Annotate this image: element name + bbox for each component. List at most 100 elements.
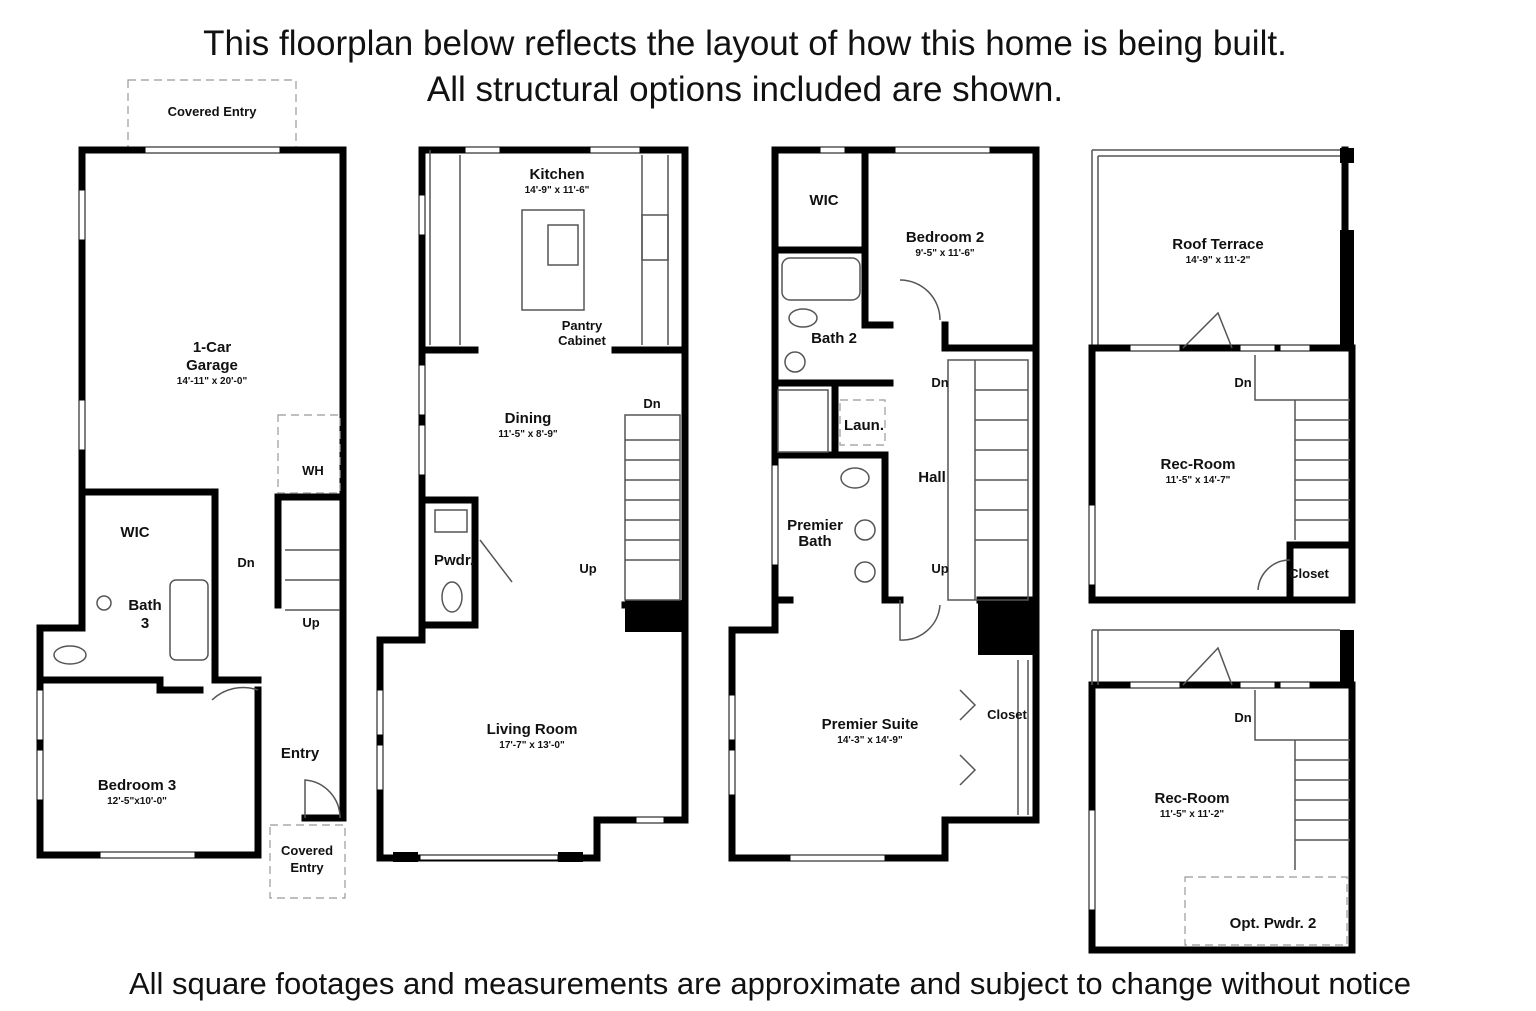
window xyxy=(1239,344,1276,352)
sink xyxy=(547,224,579,266)
column xyxy=(625,600,685,632)
sink xyxy=(854,561,876,583)
kitchen-label: Kitchen xyxy=(529,166,584,183)
pantry-label: Pantry xyxy=(562,318,603,333)
window xyxy=(1239,681,1276,689)
window xyxy=(78,399,86,451)
sink xyxy=(96,595,112,611)
column xyxy=(978,600,1036,655)
window xyxy=(635,816,665,824)
column xyxy=(1340,148,1354,163)
dining-dims: 11'-5" x 8'-9" xyxy=(498,429,558,440)
garage-label: 1-Car xyxy=(193,339,232,356)
window xyxy=(1088,504,1096,586)
window xyxy=(789,854,886,862)
garage-label-2: Garage xyxy=(186,357,238,374)
closet-label: Closet xyxy=(1289,566,1329,581)
bath-2-label: Bath 2 xyxy=(811,330,857,347)
door xyxy=(1129,344,1181,352)
wic-label: WIC xyxy=(809,192,838,209)
window xyxy=(464,146,501,154)
pantry-label-2: Cabinet xyxy=(558,333,606,348)
stair-treads xyxy=(625,439,680,561)
roof-terrace-dims: 14'-9" x 11'-2" xyxy=(1186,255,1251,266)
terrace-door xyxy=(1182,311,1233,349)
window xyxy=(418,364,426,416)
shower xyxy=(777,389,829,453)
terrace-railing xyxy=(1091,149,1340,348)
rail xyxy=(1091,629,1340,685)
rec-room-2-label: Rec-Room xyxy=(1154,790,1229,807)
closet-door xyxy=(1257,559,1291,591)
garage-door xyxy=(144,146,281,154)
window xyxy=(771,464,779,566)
floor-1-walls xyxy=(36,146,347,859)
dn-label: Dn xyxy=(237,555,254,570)
stair-treads xyxy=(974,360,1028,600)
floor-1: Covered Entry 1-Car Garage 14'-11" x 20'… xyxy=(36,79,347,899)
bathtub xyxy=(781,257,861,301)
floor-2-walls xyxy=(376,146,689,862)
window xyxy=(894,146,991,154)
window xyxy=(728,694,736,741)
bedroom-3-dims: 12'-5"x10'-0" xyxy=(107,796,167,807)
toilet xyxy=(840,467,870,489)
dn-label: Dn xyxy=(931,375,948,390)
living-room-label: Living Room xyxy=(487,721,578,738)
bedroom-3-label: Bedroom 3 xyxy=(98,777,176,794)
kitchen-island xyxy=(521,209,585,311)
up-label: Up xyxy=(302,615,319,630)
bedroom-2-dims: 9'-5" x 11'-6" xyxy=(915,248,975,259)
bath-3-number: 3 xyxy=(141,615,149,632)
toilet xyxy=(788,308,818,328)
covered-entry-bottom-outline xyxy=(269,824,346,899)
floor-3: WIC Bedroom 2 9'-5" x 11'-6" Bath 2 Laun… xyxy=(728,146,1040,862)
column xyxy=(1340,230,1354,348)
toilet xyxy=(53,645,87,665)
toilet xyxy=(441,581,463,613)
header-line-2: All structural options included are show… xyxy=(426,70,1064,109)
window xyxy=(1279,344,1311,352)
rec-room-1-walls xyxy=(1088,146,1356,604)
powder-label: Pwdr. xyxy=(434,552,474,569)
door xyxy=(1129,681,1181,689)
sink xyxy=(434,509,468,533)
window xyxy=(376,744,384,791)
header-line-1: This floorplan below reflects the layout… xyxy=(203,24,1287,63)
living-room-dims: 17'-7" x 13'-0" xyxy=(499,740,565,751)
column xyxy=(393,852,418,862)
window xyxy=(589,146,641,154)
up-label: Up xyxy=(579,561,596,576)
stairs xyxy=(1254,355,1350,540)
window xyxy=(376,689,384,736)
closet-doors xyxy=(959,660,1029,815)
covered-entry-top-outline xyxy=(127,79,297,151)
wic-label: WIC xyxy=(120,524,149,541)
premier-suite-label: Premier Suite xyxy=(822,716,919,733)
counters xyxy=(429,150,669,345)
water-heater-outline xyxy=(277,414,341,494)
rec-room-1-label: Rec-Room xyxy=(1160,456,1235,473)
covered-entry-label-3: Entry xyxy=(290,860,324,875)
dn-label: Dn xyxy=(643,396,660,411)
premier-bath-label-2: Bath xyxy=(798,533,831,550)
covered-entry-label-2: Covered xyxy=(281,843,333,858)
sink xyxy=(854,519,876,541)
roof-terrace-label: Roof Terrace xyxy=(1172,236,1263,253)
stairs xyxy=(624,414,681,601)
premier-bath-label: Premier xyxy=(787,517,843,534)
window xyxy=(819,146,846,154)
bathtub xyxy=(169,579,209,661)
laundry-outline xyxy=(839,399,886,446)
door xyxy=(211,686,259,701)
window xyxy=(99,851,196,859)
dn-label: Dn xyxy=(1234,375,1251,390)
garage-dims: 14'-11" x 20'-0" xyxy=(177,376,248,387)
floor-2: Kitchen 14'-9" x 11'-6" Pantry Cabinet D… xyxy=(376,146,689,862)
column xyxy=(558,852,583,862)
bedroom-2-label: Bedroom 2 xyxy=(906,229,984,246)
entry-label: Entry xyxy=(281,745,320,762)
range xyxy=(641,214,669,261)
door xyxy=(479,539,513,583)
